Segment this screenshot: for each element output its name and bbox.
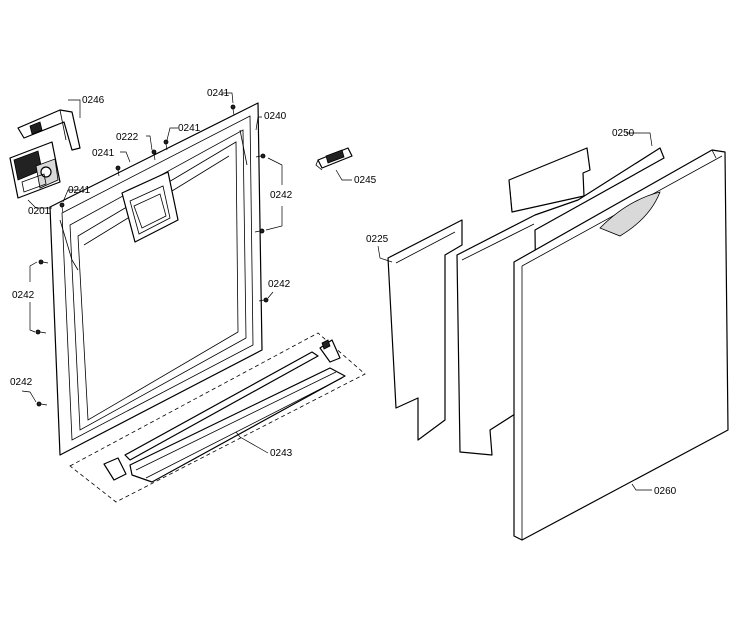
label-0242-left-lower: 0242 xyxy=(10,377,33,388)
screw xyxy=(254,228,265,234)
insulation-panel xyxy=(387,219,463,441)
label-0242-right-lower: 0242 xyxy=(268,279,291,290)
label-0260: 0260 xyxy=(654,486,677,497)
screw xyxy=(36,401,48,407)
screw xyxy=(230,104,236,116)
screw xyxy=(258,297,269,303)
label-0242-left-middle: 0242 xyxy=(12,290,35,301)
back-panel-strip xyxy=(508,147,591,213)
screw xyxy=(38,259,49,265)
screw xyxy=(151,149,157,161)
label-0241-top-middle: 0241 xyxy=(178,123,201,134)
label-0222: 0222 xyxy=(116,132,139,143)
handle-bracket xyxy=(17,109,81,151)
label-0246: 0246 xyxy=(82,95,105,106)
screw xyxy=(255,153,266,159)
bottom-trim-group xyxy=(69,332,366,503)
screw xyxy=(163,139,169,151)
middle-panel xyxy=(456,147,665,456)
label-0250: 0250 xyxy=(612,128,635,139)
label-0225: 0225 xyxy=(366,234,389,245)
screw xyxy=(59,202,65,214)
label-0240: 0240 xyxy=(264,111,287,122)
label-0241-left: 0241 xyxy=(92,148,115,159)
leader-lines xyxy=(21,92,653,491)
label-0241-top: 0241 xyxy=(207,88,230,99)
screw xyxy=(35,329,47,335)
door-latch xyxy=(315,147,353,171)
label-0243: 0243 xyxy=(270,448,293,459)
outer-door-panel xyxy=(513,149,729,541)
label-0245: 0245 xyxy=(354,175,377,186)
label-0201: 0201 xyxy=(28,206,51,217)
screws xyxy=(35,104,269,407)
screw xyxy=(115,165,121,177)
label-0241-lower-left: 0241 xyxy=(68,185,91,196)
part-labels: 0246 0201 0222 0241 0241 0241 0241 0240 … xyxy=(10,88,677,497)
control-module xyxy=(9,141,61,199)
inner-door-frame xyxy=(49,102,263,456)
label-0242-right-upper: 0242 xyxy=(270,190,293,201)
